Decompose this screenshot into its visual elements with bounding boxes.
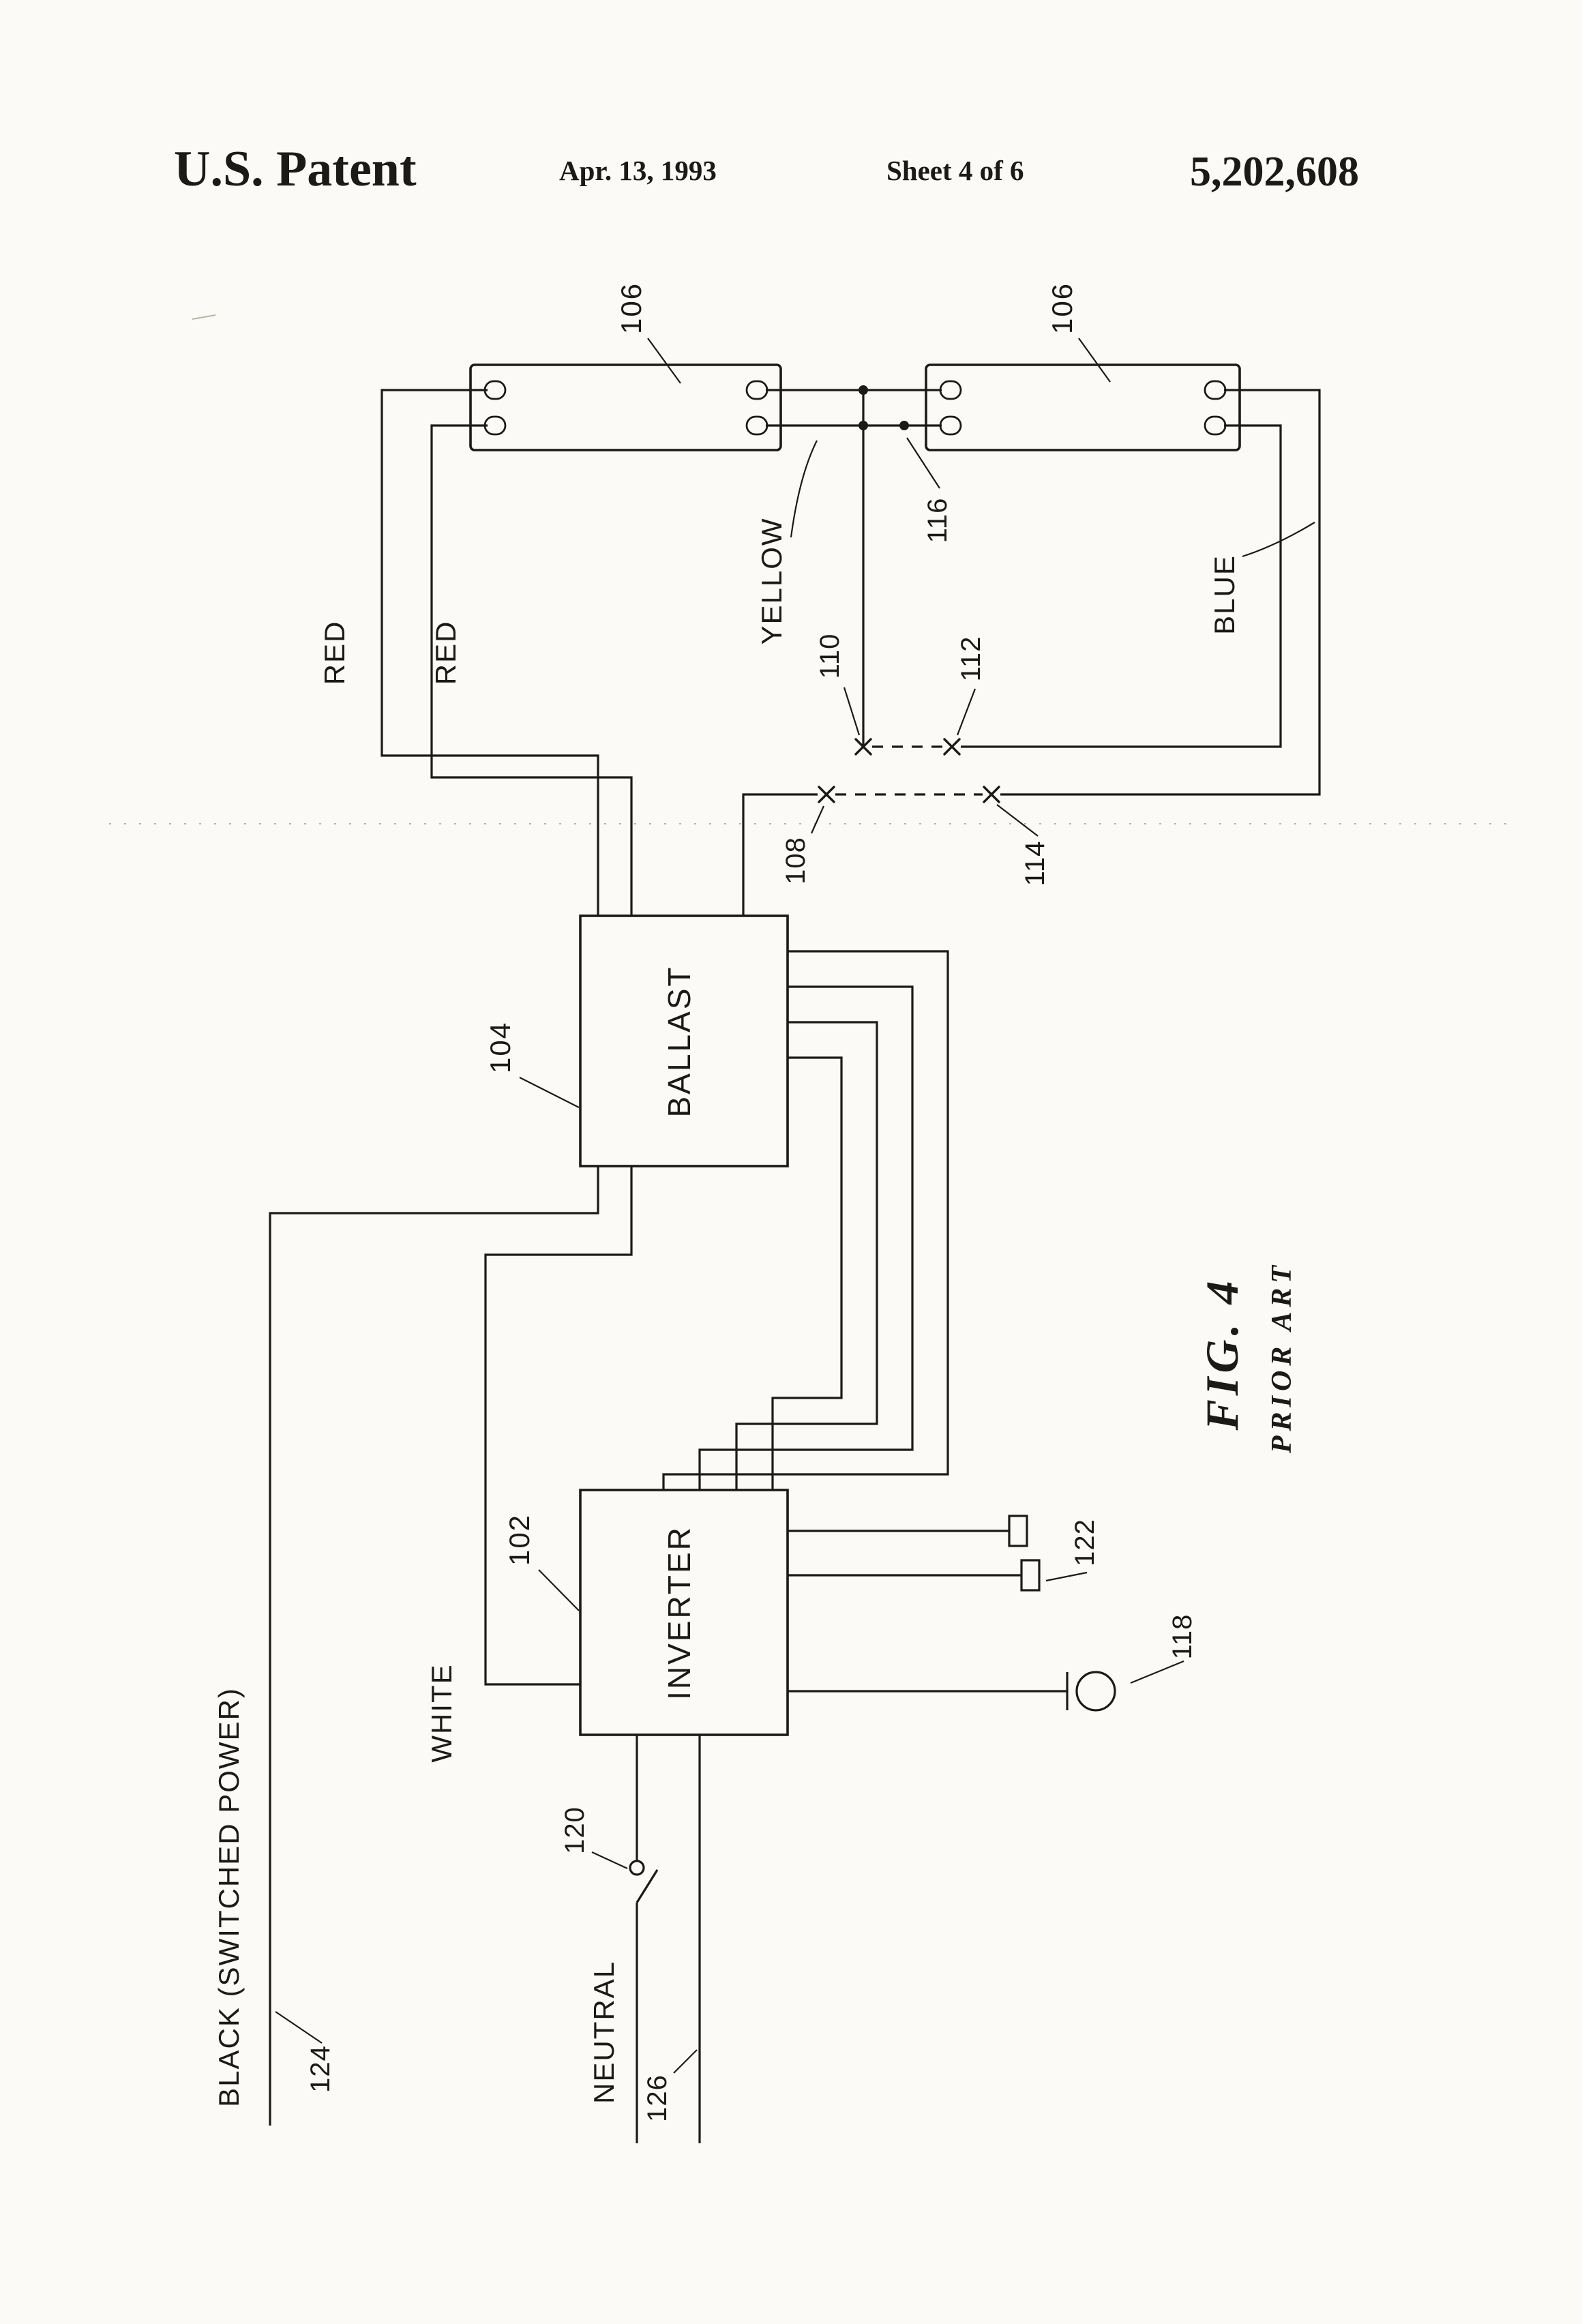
lamp1-box [469, 363, 782, 451]
leader-lines [275, 338, 1315, 2074]
ref-122: 122 [1070, 1519, 1100, 1566]
components-small [629, 1515, 1116, 1876]
wire-black [269, 1166, 599, 2126]
ref-126: 126 [642, 2074, 672, 2122]
ref-106-a: 106 [615, 282, 647, 334]
leader-106-b [1078, 338, 1111, 383]
lamp-2 [925, 363, 1241, 451]
x-mark-112 [943, 738, 961, 756]
label-white: WHITE [426, 1663, 458, 1762]
label-blue: BLUE [1208, 554, 1240, 635]
lamp2-box [925, 363, 1241, 451]
inverter-box [579, 1489, 789, 1736]
diagram-labels: 106 106 RED RED YELLOW BLUE WHITE BLACK … [213, 282, 1240, 2122]
figure-caption: FIG. 4 [1196, 1277, 1248, 1431]
x-mark-114 [983, 786, 1000, 803]
switch-lever [636, 1869, 659, 1903]
label-black-switched-power: BLACK (SWITCHED POWER) [213, 1687, 245, 2107]
header-patent-number: 5,202,608 [1190, 149, 1359, 195]
ref-124: 124 [305, 2045, 335, 2093]
scan-artifact-dash [192, 314, 216, 320]
wire-white [484, 1166, 633, 1686]
lamp-1 [469, 363, 782, 451]
wire-ballast-inverter-2 [698, 985, 914, 1490]
ref-112: 112 [956, 636, 986, 682]
leader-120 [591, 1851, 628, 1869]
header-title: U.S. Patent [174, 141, 417, 197]
leader-126 [673, 2049, 698, 2074]
wire-ballast-108 [742, 793, 818, 916]
leader-122 [1045, 1571, 1088, 1582]
switch-contact-120 [629, 1860, 645, 1876]
x-mark-110 [854, 738, 872, 756]
ref-114: 114 [1020, 841, 1050, 887]
wire-blue-bottom [961, 424, 1282, 748]
figure-subcaption: PRIOR ART [1266, 1261, 1298, 1454]
lamp2-pin-left-bottom [939, 415, 962, 436]
connector-122-a [1008, 1515, 1028, 1547]
lamp1-pin-left-bottom [483, 415, 507, 436]
ballast-box [579, 914, 789, 1167]
lamp1-pin-left-top [483, 380, 507, 400]
ref-116: 116 [923, 498, 953, 543]
lamp1-pin-right-top [745, 380, 768, 400]
connector-122-b [1020, 1559, 1041, 1592]
junction-dot-yellow-2 [899, 421, 909, 430]
label-red-2: RED [430, 621, 462, 685]
label-red-1: RED [318, 621, 350, 685]
leader-102 [538, 1569, 580, 1611]
leader-118 [1130, 1660, 1184, 1684]
ballast: BALLAST [579, 914, 789, 1167]
leader-108 [810, 805, 825, 834]
figure-caption-group: FIG. 4 PRIOR ART [1196, 1261, 1298, 1454]
wire-blue-top [1000, 389, 1321, 796]
ref-104: 104 [484, 1022, 516, 1073]
ref-106-b: 106 [1046, 282, 1078, 334]
leader-112 [956, 688, 976, 736]
socket-118-body [1075, 1671, 1116, 1712]
lamp1-pin-right-bottom [745, 415, 768, 436]
label-neutral: NEUTRAL [588, 1961, 620, 2104]
ref-118: 118 [1167, 1614, 1197, 1660]
leader-yellow [790, 440, 818, 538]
header-sheet: Sheet 4 of 6 [886, 155, 1024, 186]
junction-dot-yellow-top [859, 385, 868, 395]
ref-120: 120 [560, 1806, 590, 1854]
wiring [269, 389, 1321, 2143]
leader-114 [996, 804, 1039, 837]
wire-ballast-inverter-4 [771, 1056, 843, 1490]
lamp2-pin-right-bottom [1204, 415, 1227, 436]
leader-110 [843, 687, 861, 736]
lamp2-pin-right-top [1204, 380, 1227, 400]
inverter-label: INVERTER [661, 1525, 697, 1700]
wire-ballast-inverter-3 [735, 1021, 878, 1490]
ref-110: 110 [815, 634, 845, 679]
leader-blue [1242, 522, 1315, 558]
ballast-label: BALLAST [661, 966, 697, 1118]
leader-106-a [647, 338, 681, 384]
inverter: INVERTER [579, 1489, 789, 1736]
label-yellow: YELLOW [756, 517, 788, 644]
wire-red-1 [380, 389, 599, 916]
x-mark-108 [818, 786, 835, 803]
leader-124 [275, 2011, 323, 2044]
page-header: U.S. Patent Apr. 13, 1993 Sheet 4 of 6 5… [174, 141, 1359, 197]
wire-red-2 [430, 424, 633, 916]
junction-dot-yellow-1 [859, 421, 868, 430]
cut-marks [818, 738, 1000, 803]
wire-ballast-inverter-1 [662, 950, 949, 1490]
leader-104 [519, 1077, 580, 1108]
ref-102: 102 [503, 1514, 535, 1566]
leader-116 [906, 437, 940, 489]
ref-108: 108 [781, 837, 811, 884]
lamp2-pin-left-top [939, 380, 962, 400]
header-date: Apr. 13, 1993 [559, 155, 717, 186]
